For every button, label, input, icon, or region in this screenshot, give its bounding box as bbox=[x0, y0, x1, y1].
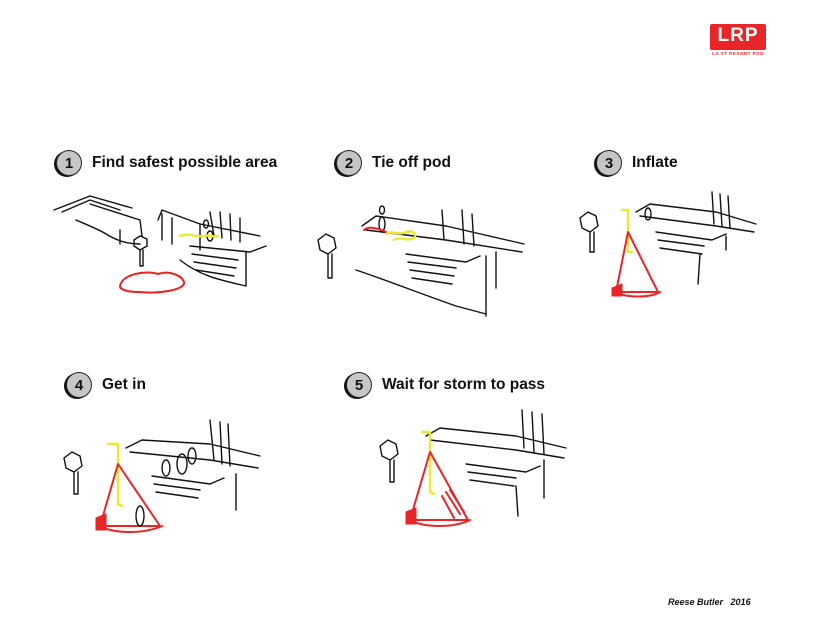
step-1-heading: 1 Find safest possible area bbox=[56, 150, 277, 176]
step-3-label: Inflate bbox=[632, 154, 678, 171]
credit-author: Reese Butler bbox=[668, 597, 724, 607]
step-5-badge: 5 bbox=[346, 372, 372, 398]
step-2-illustration bbox=[317, 205, 525, 317]
step-3-illustration bbox=[579, 191, 757, 298]
step-4-heading: 4 Get in bbox=[66, 372, 146, 398]
step-3-badge: 3 bbox=[596, 150, 622, 176]
step-2-label: Tie off pod bbox=[372, 154, 451, 171]
step-3-heading: 3 Inflate bbox=[596, 150, 678, 176]
step-5-heading: 5 Wait for storm to pass bbox=[346, 372, 545, 398]
step-4-label: Get in bbox=[102, 376, 146, 393]
credit: Reese Butler 2016 bbox=[668, 597, 751, 607]
step-2-badge: 2 bbox=[336, 150, 362, 176]
step-1-label: Find safest possible area bbox=[92, 154, 278, 171]
credit-year: 2016 bbox=[730, 597, 751, 607]
logo-mark: LRP bbox=[717, 25, 759, 46]
step-1-illustration bbox=[53, 195, 267, 294]
step-2-heading: 2 Tie off pod bbox=[336, 150, 451, 176]
step-4-badge: 4 bbox=[66, 372, 92, 398]
step-5-label: Wait for storm to pass bbox=[382, 376, 546, 393]
step-4-illustration bbox=[63, 419, 261, 533]
logo-subtitle: LA ST RESORT POD bbox=[712, 51, 764, 56]
step-1-badge: 1 bbox=[56, 150, 82, 176]
step-5-illustration bbox=[379, 409, 567, 527]
lrp-logo: LRP bbox=[710, 24, 766, 50]
